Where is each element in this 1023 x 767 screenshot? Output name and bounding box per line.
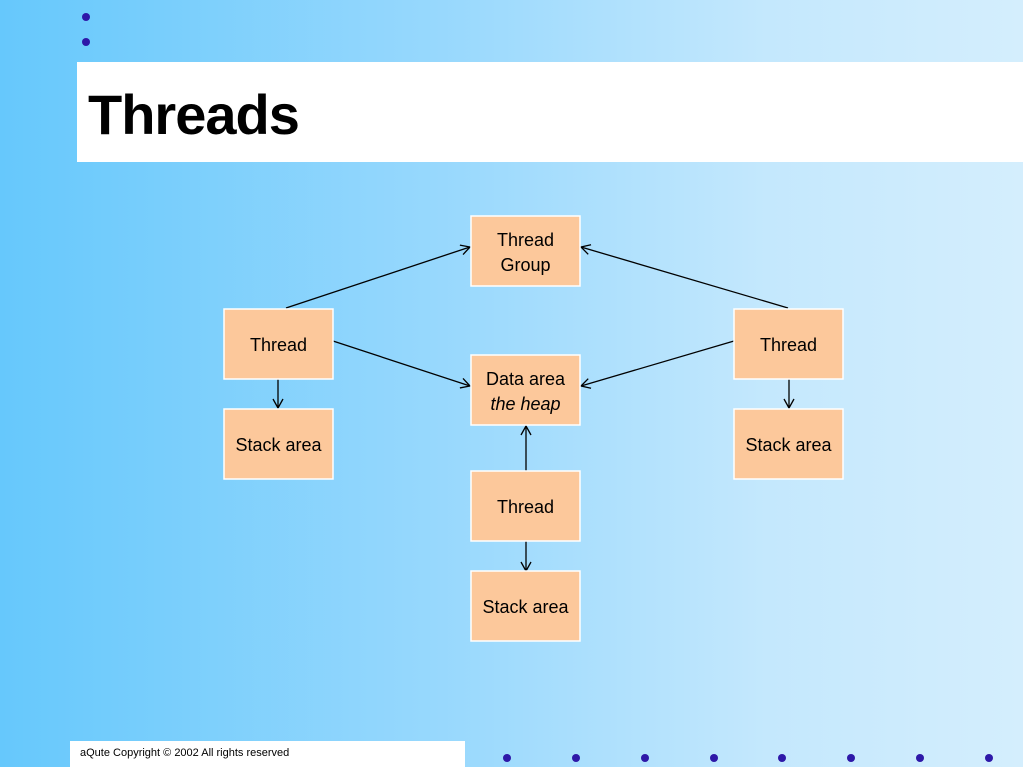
- copyright-text: aQute Copyright © 2002 All rights reserv…: [80, 747, 290, 759]
- decorative-dot: [710, 754, 718, 762]
- edge-thread-right-to-thread-group: [579, 244, 789, 309]
- decorative-dot: [641, 754, 649, 762]
- node-data-area: Data area the heap: [470, 354, 581, 426]
- node-thread-left: Thread: [223, 308, 334, 380]
- title-bar: Threads: [77, 62, 1023, 162]
- node-label: Stack area: [482, 597, 569, 617]
- decorative-dot: [916, 754, 924, 762]
- node-thread-center: Thread: [470, 470, 581, 542]
- edge-thread-left-to-data-area: [332, 340, 472, 389]
- node-label: Thread: [760, 335, 817, 355]
- node-label: Stack area: [745, 435, 832, 455]
- node-label: Thread: [497, 230, 554, 250]
- decorative-dot: [778, 754, 786, 762]
- node-stack-left: Stack area: [223, 408, 334, 480]
- decorative-dot: [985, 754, 993, 762]
- node-stack-center: Stack area: [470, 570, 581, 642]
- decorative-dot: [82, 38, 90, 46]
- decorative-dot: [847, 754, 855, 762]
- decorative-dot: [503, 754, 511, 762]
- node-label: Thread: [250, 335, 307, 355]
- edge-thread-left-to-thread-group: [285, 244, 472, 309]
- node-thread-group: Thread Group: [470, 215, 581, 287]
- decorative-dot: [82, 13, 90, 21]
- footer: aQute Copyright © 2002 All rights reserv…: [70, 741, 465, 767]
- node-label: Stack area: [235, 435, 322, 455]
- node-label-italic: the heap: [490, 394, 560, 414]
- slide-title: Threads: [88, 83, 300, 146]
- node-label: Data area: [486, 369, 566, 389]
- edge-thread-right-to-data-area: [579, 340, 735, 389]
- node-label: Thread: [497, 497, 554, 517]
- node-thread-right: Thread: [733, 308, 844, 380]
- node-stack-right: Stack area: [733, 408, 844, 480]
- decorative-dot: [572, 754, 580, 762]
- node-label: Group: [500, 255, 550, 275]
